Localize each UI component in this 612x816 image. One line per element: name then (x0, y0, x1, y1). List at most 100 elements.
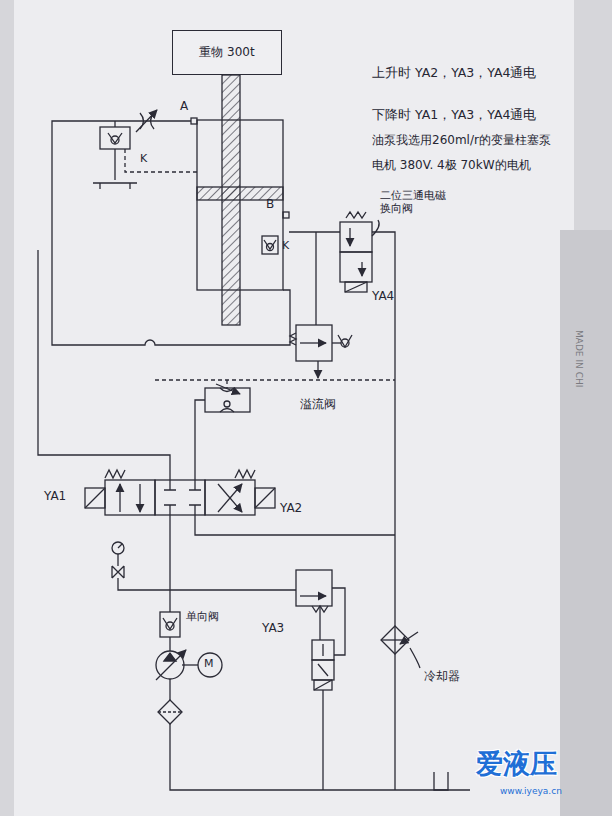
pressure-gauge-part (112, 566, 124, 578)
pilot-check-valve-part (114, 121, 115, 127)
solenoid-valve-2-3-part (340, 222, 372, 252)
valve-label: 二位三通电磁 换向阀 (380, 190, 454, 215)
pipe-line-part (117, 554, 118, 566)
port-label: A (180, 100, 188, 114)
pressure-gauge (112, 542, 124, 578)
directional-valve-part (139, 484, 140, 512)
relief-valve-part (290, 333, 296, 345)
note-text: 上升时 YA2，YA3，YA4通电 (372, 66, 536, 80)
relief-valve-part (338, 335, 352, 347)
directional-valve-part (205, 480, 255, 515)
pump-unit-part (158, 711, 182, 712)
pipe-line-part (195, 400, 205, 480)
throttle-check-valve-part (205, 388, 250, 412)
solenoid-valve-2-3-part (345, 282, 367, 292)
solenoid-valve-2-3-part (361, 262, 362, 276)
directional-valve-part (218, 484, 242, 512)
plastic-sleeve (560, 230, 612, 816)
pilot-label: K (140, 153, 147, 166)
directional-valve-part (105, 470, 125, 478)
pump-unit-part (156, 651, 184, 679)
note-text: 油泵我选用260ml/r的变量柱塞泵 (372, 134, 551, 148)
pipe-line (38, 121, 470, 790)
pressure-gauge-part (112, 542, 124, 554)
pilot-relief-valve (296, 570, 334, 690)
directional-valve-part (105, 480, 155, 515)
relief-valve-part (296, 325, 332, 361)
pipe-line-part (169, 637, 170, 651)
tank (434, 772, 448, 790)
pilot-relief-valve-part (300, 595, 326, 596)
pipe-line-part (38, 250, 170, 480)
note-text: 下降时 YA1，YA3，YA4通电 (372, 108, 536, 122)
hydraulic-cylinder (191, 75, 289, 325)
pipe-line-part (170, 724, 470, 790)
check-valve-part (264, 240, 276, 249)
cooler-part (400, 632, 418, 644)
pump-unit-part (158, 700, 182, 724)
pump-unit-part (198, 653, 222, 677)
sleeve-print: MADE IN CHI (574, 330, 584, 387)
directional-valve-part (85, 488, 105, 508)
solenoid-valve-2-3-part (345, 282, 367, 292)
directional-valve (85, 470, 275, 515)
throttle-check-valve-part (224, 401, 230, 407)
throttle-check-valve-part (216, 384, 240, 394)
pipe-line-part (319, 606, 320, 640)
pilot-line-part (226, 380, 227, 388)
pilot-relief-valve-part (318, 644, 328, 676)
pilot-check-valve-part (100, 127, 130, 149)
valve-label: 单向阀 (186, 611, 219, 624)
directional-valve-part (85, 488, 105, 508)
load-label: 重物 300t (199, 44, 254, 61)
relief-valve (290, 325, 352, 378)
pilot-relief-valve-part (296, 570, 332, 606)
pipe-line-part (315, 232, 316, 325)
pipe-line-part (322, 690, 323, 790)
pilot-check-valve-part (108, 133, 122, 143)
hydraulic-cylinder-part (191, 118, 197, 124)
directional-valve-part (164, 480, 201, 515)
cooler (381, 626, 420, 668)
pilot-relief-valve-part (314, 680, 332, 690)
throttle-check-valve (205, 384, 250, 412)
pipe-line-part (372, 232, 395, 790)
throttle-check-valve-part (220, 388, 234, 412)
pilot-label: K (282, 240, 289, 253)
pipe-line-part (289, 231, 340, 232)
hydraulic-cylinder-part (283, 212, 289, 218)
directional-valve-part (218, 484, 242, 512)
solenoid-label: YA4 (372, 290, 394, 304)
load-box: 重物 300t (172, 30, 282, 75)
directional-valve-part (255, 488, 275, 508)
pilot-check-valve-part (136, 110, 157, 132)
pilot-relief-valve-part (312, 606, 328, 612)
pump-unit-part (160, 612, 180, 637)
solenoid-label: YA3 (262, 622, 284, 636)
pump-unit-part (156, 650, 186, 680)
solenoid-label: YA1 (44, 490, 66, 504)
watermark-url: www.iyeya.cn (500, 786, 562, 796)
relief-valve-part (317, 361, 318, 378)
valve-label: 溢流阀 (300, 398, 336, 412)
pump-unit (156, 612, 222, 724)
pilot-line (125, 149, 395, 388)
directional-valve-part (119, 484, 120, 512)
pump-unit-part (163, 618, 177, 629)
pipe-line-part (52, 121, 290, 345)
pipe-line-part (169, 679, 170, 700)
tank-part (434, 772, 448, 790)
watermark: 爱液压 (476, 748, 557, 779)
cooler-part (410, 648, 420, 668)
directional-valve-part (235, 470, 255, 478)
pipe-line-part (169, 515, 170, 612)
paper-sheet (14, 0, 574, 816)
note-text: 电机 380V. 4极 70kW的电机 (372, 159, 531, 173)
relief-valve-part (332, 342, 341, 343)
solenoid-valve-2-3 (340, 212, 379, 292)
pipe-line-part (118, 578, 296, 590)
directional-valve-part (155, 480, 205, 515)
port-label: B (266, 198, 274, 212)
